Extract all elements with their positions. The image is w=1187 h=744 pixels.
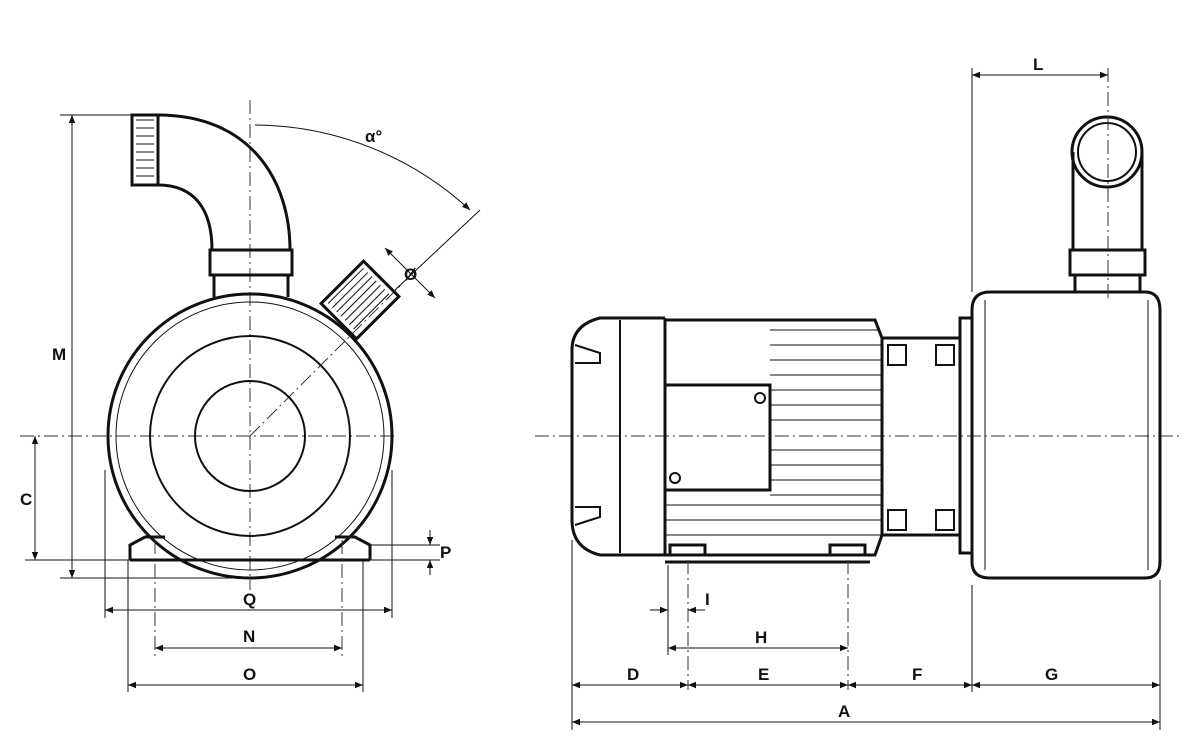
label-I: I bbox=[705, 590, 710, 609]
label-diameter: Ø bbox=[404, 265, 417, 284]
dim-diameter: Ø bbox=[384, 247, 436, 299]
discharge-elbow bbox=[130, 113, 294, 297]
label-F: F bbox=[912, 665, 922, 684]
label-D: D bbox=[627, 665, 639, 684]
front-view: α° Ø M C P Q bbox=[20, 100, 481, 692]
terminal-box bbox=[663, 383, 772, 492]
dim-H: H bbox=[668, 560, 849, 690]
dim-N: N bbox=[154, 540, 343, 660]
dim-Q: Q bbox=[104, 470, 393, 618]
dim-C: C bbox=[20, 436, 130, 561]
suction-nozzle bbox=[318, 258, 402, 342]
label-G: G bbox=[1045, 665, 1058, 684]
dim-I: I bbox=[650, 560, 710, 690]
feet bbox=[128, 535, 372, 562]
label-L: L bbox=[1033, 55, 1043, 74]
center-lines bbox=[20, 100, 401, 590]
label-O: O bbox=[243, 665, 256, 684]
label-C: C bbox=[20, 490, 32, 509]
pump-body bbox=[970, 115, 1162, 580]
label-M: M bbox=[52, 345, 66, 364]
dim-O: O bbox=[127, 560, 364, 692]
label-N: N bbox=[243, 627, 255, 646]
label-alpha: α° bbox=[365, 127, 382, 146]
label-P: P bbox=[440, 543, 451, 562]
label-Q: Q bbox=[243, 590, 256, 609]
dim-L: L bbox=[971, 55, 1109, 300]
label-A: A bbox=[838, 702, 850, 721]
label-H: H bbox=[755, 628, 767, 647]
dim-P: P bbox=[370, 530, 451, 575]
dim-chain-DEFG: D E F G bbox=[571, 540, 1161, 730]
motor-body bbox=[663, 318, 884, 564]
dim-A: A bbox=[572, 702, 1160, 726]
side-view: L I H D E F G A bbox=[535, 55, 1180, 730]
label-E: E bbox=[758, 665, 769, 684]
